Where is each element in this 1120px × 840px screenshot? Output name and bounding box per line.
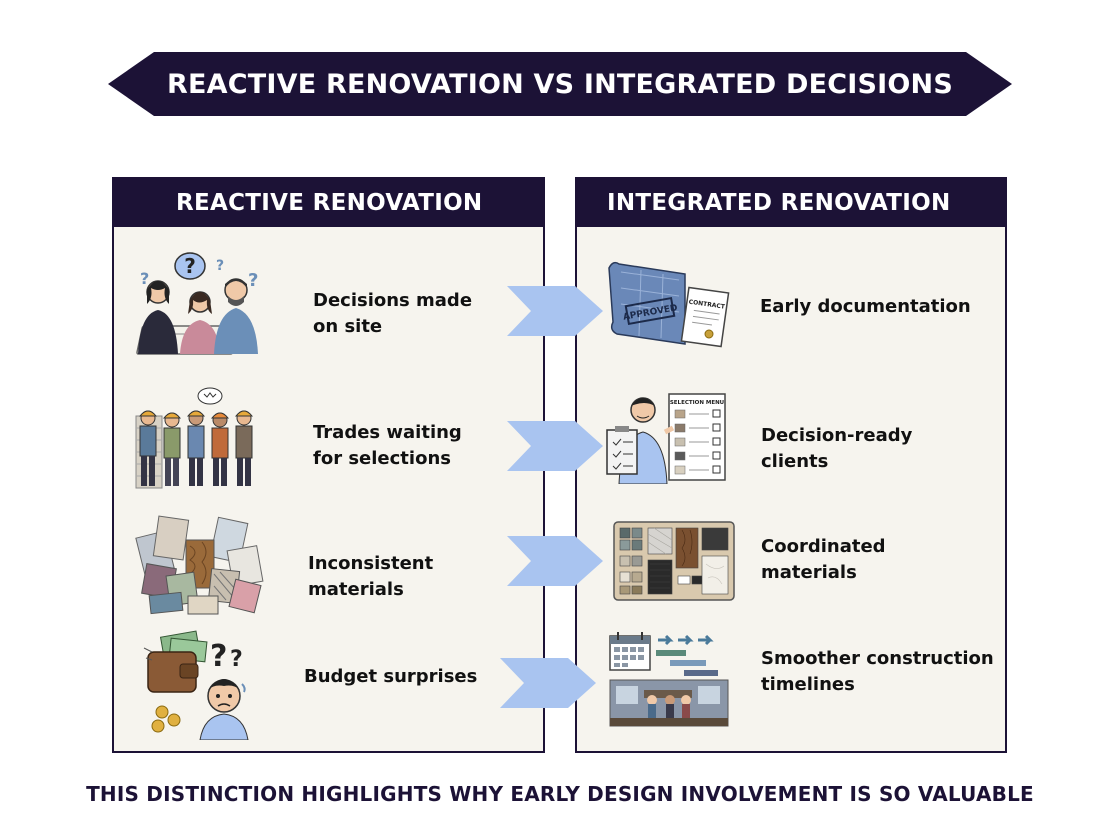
empty-wallet-icon: ? ? [143, 630, 249, 740]
approved-plans-icon: APPROVED CONTRACT [608, 261, 730, 348]
row-label-budget-surprises: Budget surprises [304, 666, 478, 687]
row-label-trades-waiting: Trades waiting for selections [313, 422, 462, 469]
svg-text:?: ? [184, 254, 196, 278]
arrow-row-4 [500, 658, 596, 708]
integrated-header: INTEGRATED RENOVATION [577, 179, 1005, 227]
selection-menu-title: SELECTION MENU [670, 400, 724, 406]
svg-text:?: ? [230, 647, 243, 672]
row-label-smoother-timelines: Smoother construction timelines [761, 648, 994, 695]
svg-text:?: ? [210, 639, 227, 674]
footer-caption: THIS DISTINCTION HIGHLIGHTS WHY EARLY DE… [86, 782, 1034, 806]
gantt-timeline-icon [609, 632, 729, 727]
material-pile-icon [135, 515, 264, 615]
row-label-inconsistent-materials: Inconsistent materials [308, 553, 434, 600]
row-label-coordinated-materials: Coordinated materials [761, 536, 886, 583]
row-label-decisions-on-site: Decisions made on site [313, 290, 473, 337]
page-title: REACTIVE RENOVATION VS INTEGRATED DECISI… [167, 68, 953, 100]
confused-people-icon: ? ? ? ? [136, 252, 258, 355]
svg-text:?: ? [216, 258, 224, 274]
arrow-row-2 [507, 421, 603, 471]
arrow-row-3 [507, 536, 603, 586]
selection-menu-icon: SELECTION MENU [606, 393, 726, 484]
title-banner: REACTIVE RENOVATION VS INTEGRATED DECISI… [108, 52, 1012, 116]
arrow-row-1 [507, 286, 603, 336]
svg-text:?: ? [248, 270, 258, 291]
row-label-decision-ready-clients: Decision-ready clients [761, 425, 913, 472]
row-label-early-documentation: Early documentation [760, 296, 971, 317]
sample-board-icon [613, 521, 735, 601]
idle-workers-icon [135, 387, 254, 489]
reactive-header: REACTIVE RENOVATION [114, 179, 543, 227]
svg-text:?: ? [140, 269, 149, 288]
